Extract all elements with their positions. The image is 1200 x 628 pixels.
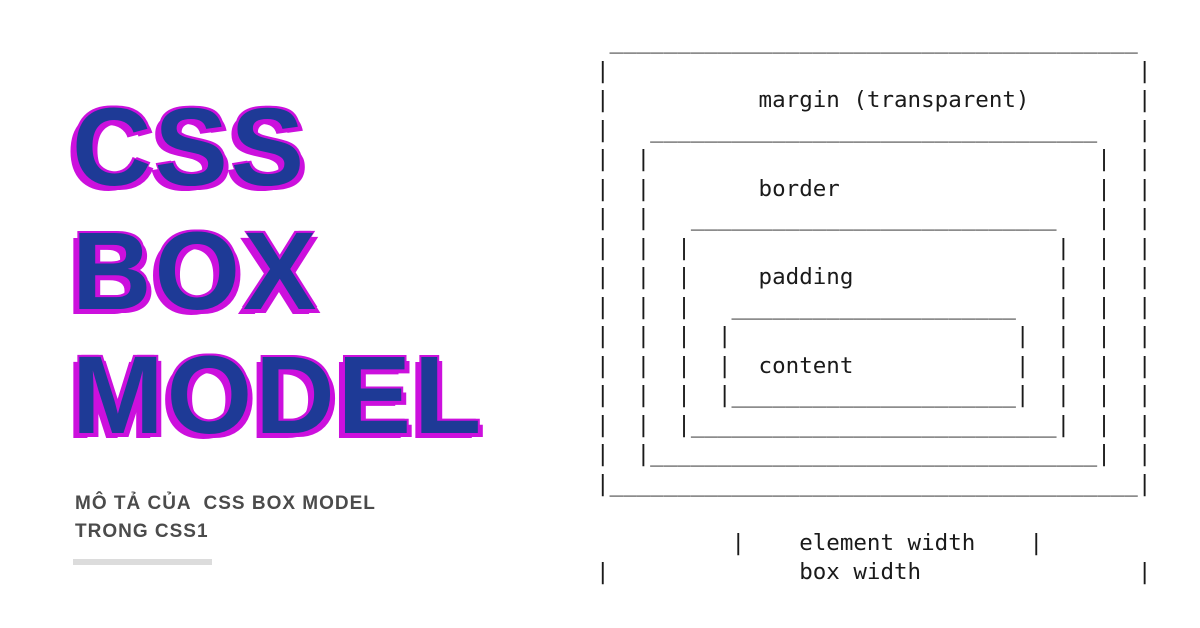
title-line-css: CSS	[72, 86, 308, 209]
title-block: CSS BOX MODEL	[72, 86, 484, 458]
subtitle: MÔ TẢ CỦA CSS BOX MODEL TRONG CSS1	[75, 490, 376, 546]
title-line-box: BOX	[72, 210, 320, 333]
subtitle-line-2: TRONG CSS1	[75, 521, 209, 542]
subtitle-line-1: MÔ TẢ CỦA CSS BOX MODEL	[75, 493, 376, 514]
page-title: CSS BOX MODEL	[72, 86, 484, 458]
title-line-model: MODEL	[72, 334, 485, 457]
underline-bar	[73, 559, 212, 565]
box-model-ascii-diagram: _______________________________________ …	[596, 28, 1152, 585]
